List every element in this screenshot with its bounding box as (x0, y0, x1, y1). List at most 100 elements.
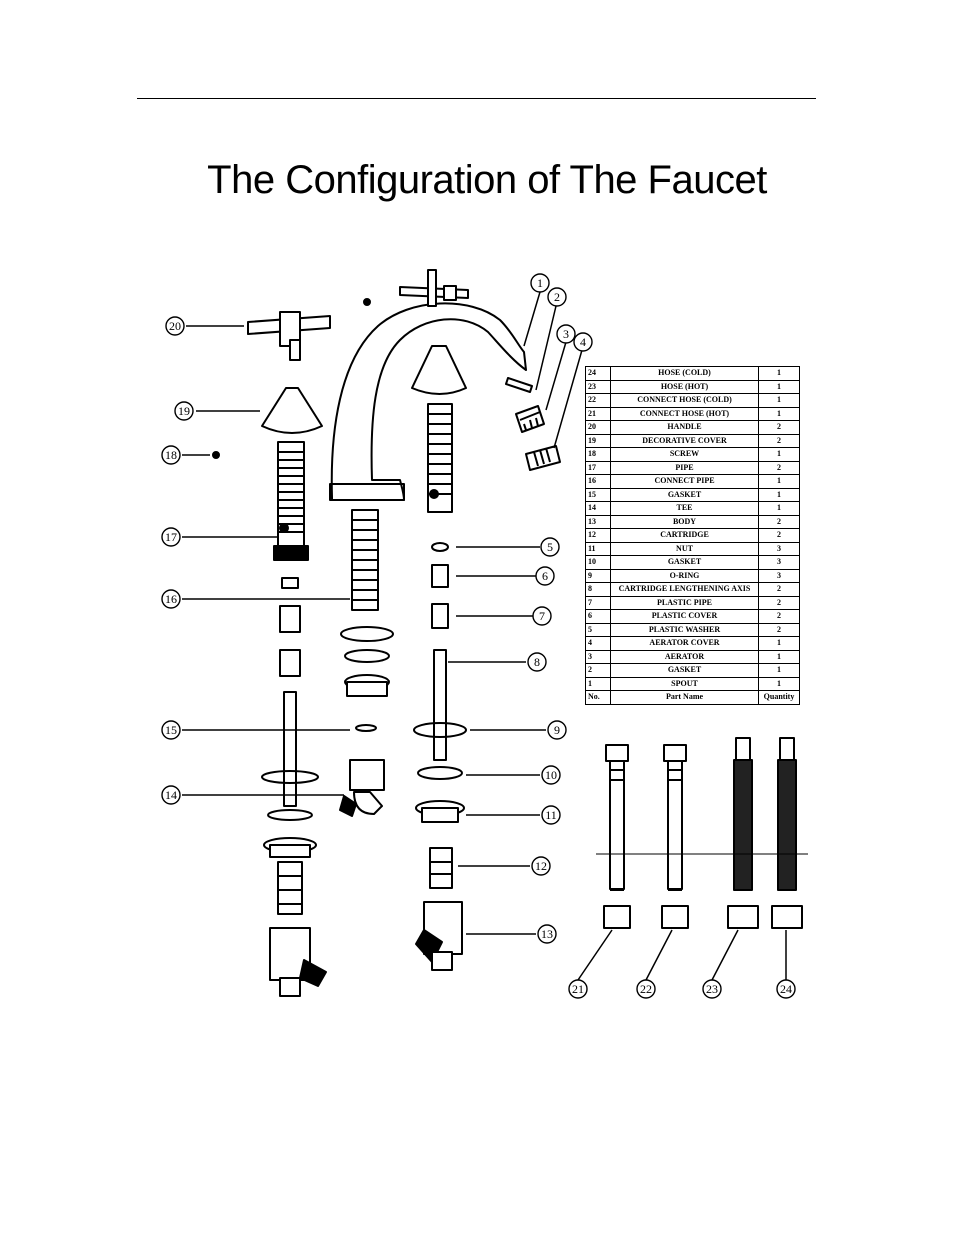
svg-text:9: 9 (554, 723, 560, 737)
callout-22: 22 (636, 979, 656, 999)
table-cell-name: PLASTIC PIPE (610, 595, 759, 610)
svg-text:7: 7 (539, 609, 545, 623)
svg-text:11: 11 (545, 808, 557, 822)
svg-text:4: 4 (580, 335, 586, 349)
table-cell-name: AERATOR (610, 649, 759, 664)
table-cell-qty: 2 (758, 528, 800, 543)
callout-17: 17 (161, 527, 181, 547)
table-cell-name: CARTRIDGE LENGTHENING AXIS (610, 582, 759, 597)
table-cell-qty: 2 (758, 582, 800, 597)
callout-5: 5 (540, 537, 560, 557)
table-cell-qty: 1 (758, 379, 800, 394)
svg-text:19: 19 (178, 404, 190, 418)
callout-18: 18 (161, 445, 181, 465)
svg-text:14: 14 (165, 788, 177, 802)
callout-4: 4 (573, 332, 593, 352)
header-rule (137, 98, 816, 99)
callout-7: 7 (532, 606, 552, 626)
table-cell-no: 4 (585, 636, 611, 651)
table-cell-qty: 1 (758, 636, 800, 651)
table-cell-qty: 2 (758, 622, 800, 637)
table-cell-no: 6 (585, 609, 611, 624)
callout-21: 21 (568, 979, 588, 999)
table-cell-name: PIPE (610, 460, 759, 475)
right-nut-drawing (415, 800, 465, 823)
svg-text:12: 12 (535, 859, 547, 873)
table-cell-no: 11 (585, 541, 611, 556)
callout-24: 24 (776, 979, 796, 999)
table-cell-no: 10 (585, 555, 611, 570)
svg-text:8: 8 (534, 655, 540, 669)
svg-text:21: 21 (572, 982, 584, 996)
callout-1: 1 (530, 273, 550, 293)
parts-table-header-row: No. Part Name Quantity (585, 690, 800, 705)
callout-12: 12 (531, 856, 551, 876)
table-cell-no: 17 (585, 460, 611, 475)
callout-23: 23 (702, 979, 722, 999)
left-nut-drawing (263, 837, 317, 858)
table-cell-qty: 1 (758, 676, 800, 691)
table-cell-qty: 1 (758, 393, 800, 408)
table-cell-name: DECORATIVE COVER (610, 433, 759, 448)
svg-text:18: 18 (165, 448, 177, 462)
table-cell-qty: 2 (758, 433, 800, 448)
table-cell-name: SCREW (610, 447, 759, 462)
table-cell-name: SPOUT (610, 676, 759, 691)
table-cell-qty: 2 (758, 420, 800, 435)
table-cell-no: 2 (585, 663, 611, 678)
table-cell-qty: 1 (758, 447, 800, 462)
table-cell-name: HANDLE (610, 420, 759, 435)
svg-text:24: 24 (780, 982, 792, 996)
callout-6: 6 (535, 566, 555, 586)
callout-20: 20 (165, 316, 185, 336)
hose-23-drawing (727, 737, 759, 929)
table-cell-no: 1 (585, 676, 611, 691)
hose-24-drawing (771, 737, 803, 929)
table-cell-no: 7 (585, 595, 611, 610)
table-cell-name: HOSE (HOT) (610, 379, 759, 394)
callout-10: 10 (541, 765, 561, 785)
table-cell-qty: 1 (758, 663, 800, 678)
table-cell-name: GASKET (610, 555, 759, 570)
table-cell-name: NUT (610, 541, 759, 556)
callout-14: 14 (161, 785, 181, 805)
table-cell-no: 16 (585, 474, 611, 489)
table-cell-qty: 1 (758, 366, 800, 381)
table-cell-no: 20 (585, 420, 611, 435)
table-cell-qty: 2 (758, 460, 800, 475)
callout-13: 13 (537, 924, 557, 944)
table-cell-name: AERATOR COVER (610, 636, 759, 651)
hose-21-drawing (603, 744, 631, 929)
svg-text:16: 16 (165, 592, 177, 606)
right-cartridge-drawing (429, 847, 453, 889)
callout-markers: 1 2 3 4 5 6 7 8 9 10 11 12 13 14 15 16 1… (161, 273, 796, 999)
svg-text:13: 13 (541, 927, 553, 941)
svg-text:5: 5 (547, 540, 553, 554)
page-title: The Configuration of The Faucet (207, 158, 767, 202)
table-cell-name: BODY (610, 514, 759, 529)
gasket-small-drawing (505, 377, 533, 393)
leader-lines (182, 291, 787, 981)
table-cell-name: PLASTIC COVER (610, 609, 759, 624)
svg-text:22: 22 (640, 982, 652, 996)
left-pipe-drawing (273, 441, 309, 561)
table-cell-qty: 1 (758, 501, 800, 516)
table-cell-name: PLASTIC WASHER (610, 622, 759, 637)
callout-16: 16 (161, 589, 181, 609)
